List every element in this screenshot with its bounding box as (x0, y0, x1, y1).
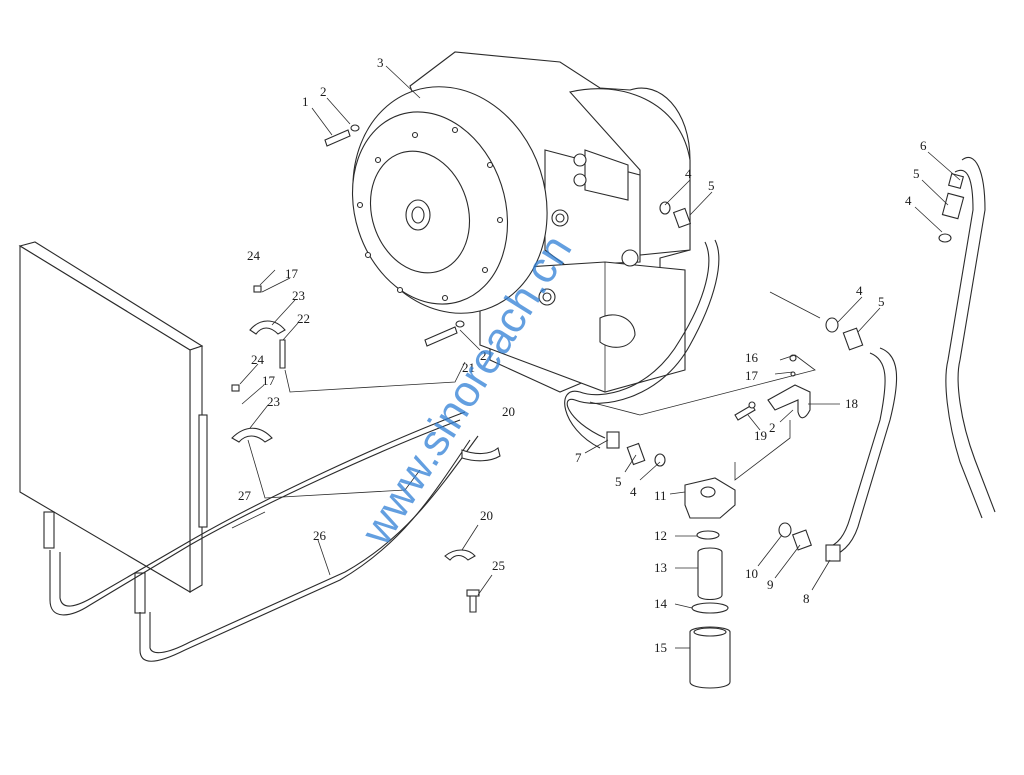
callout-22: 22 (297, 311, 310, 326)
callout-21: 21 (462, 360, 475, 375)
callout-12: 12 (654, 528, 667, 543)
callout-8: 8 (803, 591, 810, 606)
leader-lines (231, 65, 961, 649)
callout-5: 5 (708, 178, 715, 193)
callout-23: 23 (292, 288, 305, 303)
callout-2: 2 (769, 420, 776, 435)
callout-13: 13 (654, 560, 667, 575)
callout-5: 5 (878, 294, 885, 309)
callout-24: 24 (251, 352, 265, 367)
callout-19: 19 (754, 428, 767, 443)
callout-5: 5 (615, 474, 622, 489)
callout-23: 23 (267, 394, 280, 409)
callout-4: 4 (685, 166, 692, 181)
callout-9: 9 (767, 577, 774, 592)
callout-labels: 1 2 3 4 5 6 5 4 4 5 24 17 23 22 24 17 23… (238, 55, 927, 655)
callout-15: 15 (654, 640, 667, 655)
callout-17: 17 (745, 368, 759, 383)
callout-26: 26 (313, 528, 327, 543)
callout-18: 18 (845, 396, 858, 411)
callout-1: 1 (302, 94, 309, 109)
callout-27: 27 (238, 488, 252, 503)
transmission-housing (351, 51, 691, 393)
callout-20: 20 (480, 508, 493, 523)
callout-2: 2 (320, 84, 327, 99)
callout-10: 10 (745, 566, 758, 581)
callout-2: 2 (480, 348, 487, 363)
callout-17: 17 (285, 266, 299, 281)
callout-24: 24 (247, 248, 261, 263)
callout-25: 25 (492, 558, 505, 573)
callout-4: 4 (630, 484, 637, 499)
callout-20: 20 (502, 404, 515, 419)
callout-4: 4 (856, 283, 863, 298)
callout-17: 17 (262, 373, 276, 388)
bell-housing-bolts (356, 126, 504, 302)
fittings (231, 124, 965, 689)
callout-11: 11 (654, 488, 667, 503)
callout-3: 3 (377, 55, 384, 70)
callout-7: 7 (575, 450, 582, 465)
callout-5: 5 (913, 166, 920, 181)
oil-cooler (18, 241, 208, 614)
callout-6: 6 (920, 138, 927, 153)
callout-16: 16 (745, 350, 759, 365)
hoses (49, 157, 996, 662)
callout-14: 14 (654, 596, 668, 611)
callout-4: 4 (905, 193, 912, 208)
